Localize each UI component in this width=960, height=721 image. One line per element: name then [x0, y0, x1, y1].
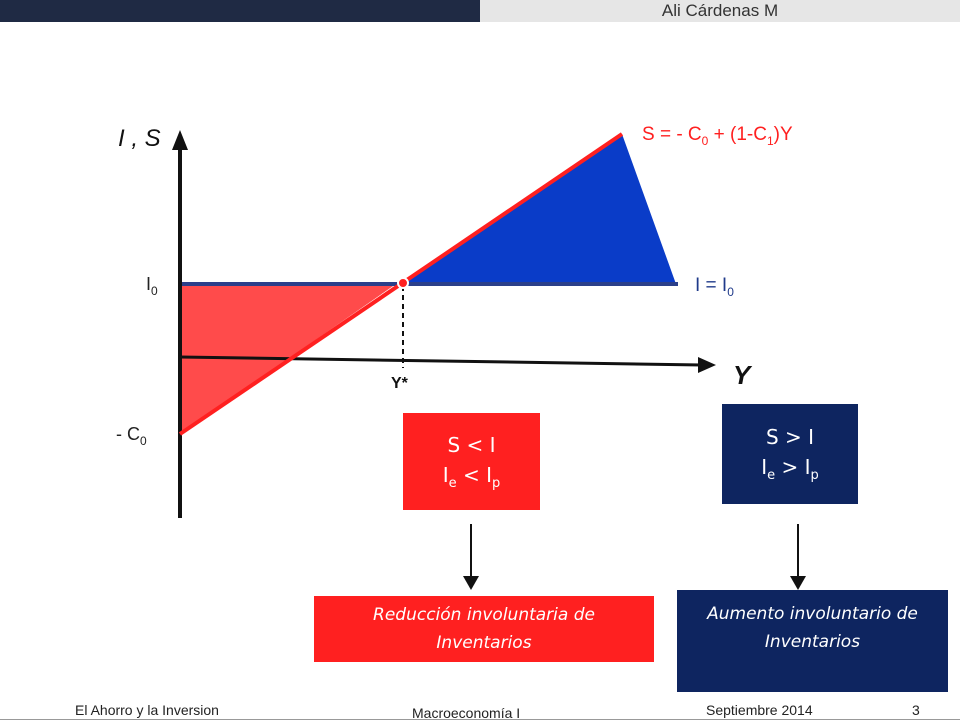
inventory-reduction-box: Reducción involuntaria de Inventarios — [314, 596, 654, 662]
surplus-condition-line2: Ie > Ip — [761, 455, 819, 483]
top-bar-dark — [0, 0, 480, 22]
footer-page: 3 — [912, 702, 920, 718]
x-axis-label: Y — [733, 360, 753, 390]
footer-date: Septiembre 2014 — [706, 702, 813, 718]
top-bar — [0, 0, 960, 22]
surplus-condition-box: S > I Ie > Ip — [722, 404, 858, 504]
deficit-condition-line2: Ie < Ip — [442, 462, 501, 491]
y-star-label: Y* — [391, 375, 409, 392]
left-down-arrow-head — [463, 576, 479, 590]
inventory-increase-box: Aumento involuntario de Inventarios — [677, 590, 948, 692]
y-axis-label: I , S — [118, 125, 161, 152]
equilibrium-point — [397, 277, 409, 289]
investment-equation: I = I0 — [695, 275, 734, 299]
footer-center: Macroeconomía I — [412, 705, 521, 721]
surplus-condition-line1: S > I — [765, 425, 815, 449]
inventory-reduction-text: Reducción involuntaria de Inventarios — [373, 605, 595, 653]
c0-label: - C0 — [116, 424, 147, 448]
footer-left: El Ahorro y la Inversion — [75, 702, 219, 718]
x-axis-arrow — [698, 357, 716, 373]
surplus-area — [404, 134, 676, 284]
savings-equation: S = - C0 + (1-C1)Y — [642, 124, 793, 148]
deficit-condition-box: S < I Ie < Ip — [403, 413, 540, 510]
top-bar-light — [480, 0, 960, 22]
i0-label: I0 — [146, 274, 158, 298]
author-name: Ali Cárdenas M — [661, 1, 779, 20]
inventory-increase-text: Aumento involuntario de Inventarios — [707, 604, 918, 652]
y-axis-arrow — [172, 130, 188, 150]
deficit-condition-line1: S < I — [447, 432, 496, 457]
right-down-arrow-head — [790, 576, 806, 590]
x-axis — [179, 355, 703, 367]
